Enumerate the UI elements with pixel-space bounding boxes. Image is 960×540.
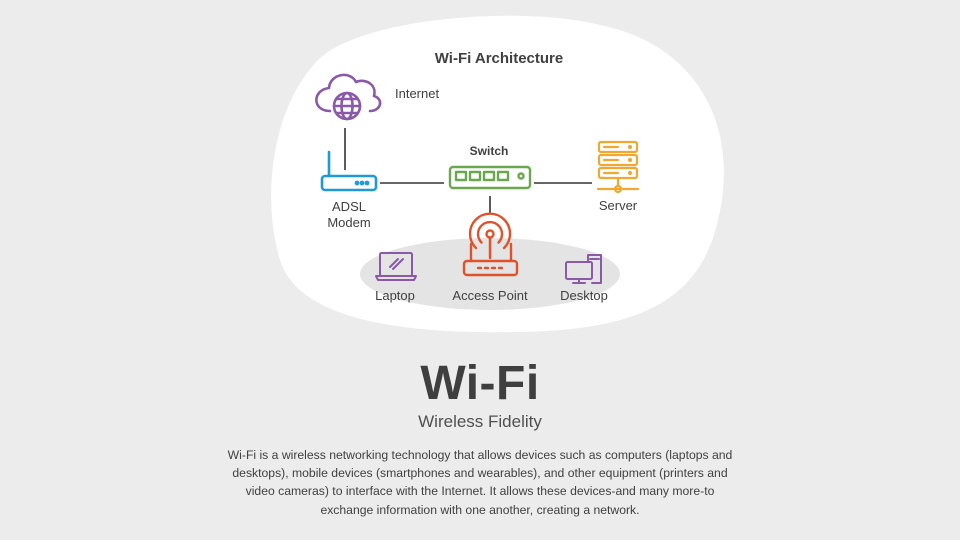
laptop-label: Laptop	[375, 288, 415, 303]
switch-label: Switch	[470, 144, 509, 158]
modem-label-line1: ADSL	[332, 199, 366, 214]
internet-label: Internet	[395, 86, 439, 101]
connector-lines	[344, 128, 592, 214]
page-subtitle: Wireless Fidelity	[418, 412, 542, 431]
laptop-icon	[375, 252, 417, 281]
diagram-title: Wi-Fi Architecture	[435, 50, 564, 67]
server-label: Server	[599, 198, 638, 213]
desktop-icon	[565, 254, 602, 284]
server-icon	[596, 140, 640, 194]
modem-label-line2: Modem	[327, 215, 370, 230]
modem-icon	[320, 150, 378, 192]
desktop-label: Desktop	[560, 288, 608, 303]
access-point-label: Access Point	[452, 288, 528, 303]
switch-icon	[448, 165, 532, 190]
page-title: Wi-Fi	[420, 357, 540, 410]
description-paragraph: Wi-Fi is a wireless networking technolog…	[227, 448, 733, 517]
cloud-globe-icon	[315, 73, 382, 121]
access-point-icon	[462, 212, 519, 277]
